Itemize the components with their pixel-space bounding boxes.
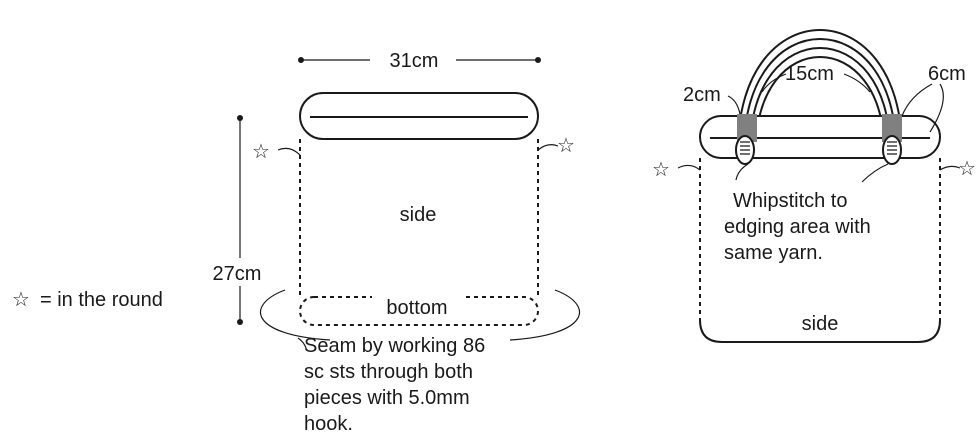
right-bag-figure: ☆ ☆ 2cm 15cm 6cm Whipstitch to edging ar… xyxy=(652,29,976,343)
left-star-left: ☆ xyxy=(252,141,301,163)
label-2cm: 2cm xyxy=(683,84,721,106)
legend-text: = in the round xyxy=(40,289,163,311)
leader-whipstitch-left xyxy=(735,163,749,181)
leader-15cm-left xyxy=(761,73,787,93)
width-dimension: 31cm xyxy=(298,50,541,72)
leader-whipstitch-right xyxy=(861,163,889,183)
leader-2cm xyxy=(727,95,741,115)
note-line: edging area with xyxy=(724,216,871,238)
handle-tab-left xyxy=(735,114,757,165)
side-label: side xyxy=(400,204,437,226)
note-line: hook. xyxy=(304,413,353,435)
left-bag-figure: 31cm 27cm ☆ ☆ side xyxy=(196,50,581,435)
note-leader-line xyxy=(297,337,307,349)
top-rim xyxy=(299,92,539,140)
bag-bottom-edge xyxy=(699,319,941,343)
side-label: side xyxy=(802,313,839,335)
leader-6cm-a xyxy=(901,83,933,117)
label-15cm: 15cm xyxy=(785,63,834,85)
handle xyxy=(737,29,903,151)
star-icon: ☆ xyxy=(252,141,270,163)
note-line: pieces with 5.0mm xyxy=(304,387,470,409)
left-star-right: ☆ xyxy=(537,135,575,157)
note-line: Whipstitch to xyxy=(733,190,847,212)
handle-tab-right xyxy=(882,114,902,165)
bottom-label: bottom xyxy=(386,297,447,319)
whipstitch-note: Whipstitch to edging area with same yarn… xyxy=(724,190,871,264)
star-icon: ☆ xyxy=(557,135,575,157)
leader-15cm-right xyxy=(843,73,871,93)
star-icon: ☆ xyxy=(652,159,670,181)
leader-6cm-b xyxy=(929,83,944,133)
height-label: 27cm xyxy=(213,263,262,285)
legend: ☆ = in the round xyxy=(12,289,163,311)
width-label: 31cm xyxy=(390,50,439,72)
legend-star-icon: ☆ xyxy=(12,289,30,311)
right-star-left: ☆ xyxy=(652,159,701,181)
star-icon: ☆ xyxy=(958,158,976,180)
label-6cm: 6cm xyxy=(928,63,966,85)
seam-ellipse xyxy=(259,289,581,341)
note-line: same yarn. xyxy=(724,242,823,264)
right-star-right: ☆ xyxy=(939,158,976,180)
note-line: sc sts through both xyxy=(304,361,473,383)
note-line: Seam by working 86 xyxy=(304,335,485,357)
height-dimension: 27cm xyxy=(196,115,278,325)
seam-note: Seam by working 86 sc sts through both p… xyxy=(304,335,485,435)
